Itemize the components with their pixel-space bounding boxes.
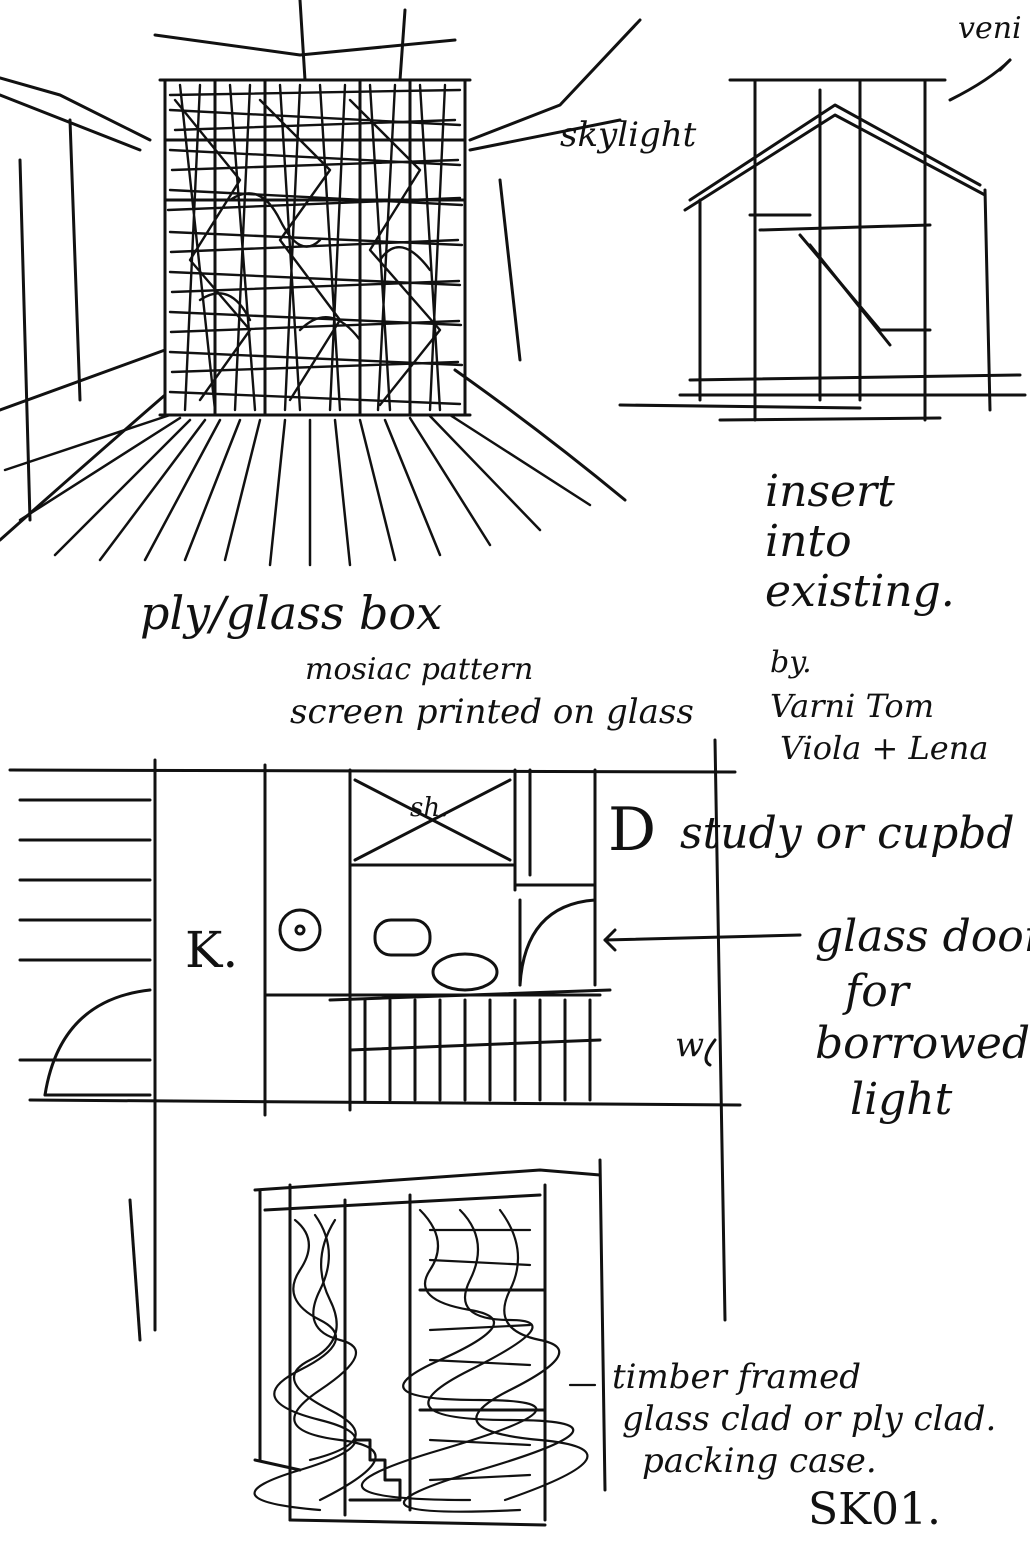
note-timber-line-2: glass clad or ply clad. (622, 1399, 997, 1439)
section-skylight-sketch (620, 60, 1025, 420)
note-glass-line-2: for (845, 966, 909, 1017)
note-timber-line-3: packing case. (642, 1441, 877, 1481)
note-by-line-3: Viola + Lena (780, 729, 989, 767)
plan-label-sh: sh. (410, 793, 449, 823)
plan-label-w: w (675, 1025, 705, 1065)
plan-label-D: D (608, 795, 657, 865)
note-by-line-2: Varni Tom (770, 687, 935, 725)
floor-rays (5, 415, 590, 565)
perspective-box-sketch (0, 0, 640, 540)
note-glass-line-3: borrowed (815, 1018, 1030, 1069)
note-glass-line-4: light (850, 1074, 953, 1125)
floor-plan-sketch (10, 740, 800, 1340)
packing-case-sketch (255, 1160, 605, 1525)
note-insert-line-1: insert (765, 466, 895, 517)
note-skylight: skylight (560, 115, 697, 155)
note-insert-line-2: into (765, 516, 852, 567)
note-insert-line-3: existing. (765, 566, 955, 617)
note-glass-line-1: glass door (815, 911, 1030, 962)
packing-case-hatching (255, 1210, 595, 1512)
sheet-number: SK01. (808, 1484, 941, 1535)
plan-label-K: K. (185, 921, 239, 979)
box-hatching (168, 85, 462, 410)
note-study: study or cupbd (680, 808, 1015, 859)
note-veni: veni (958, 11, 1022, 46)
note-by-line-1: by. (770, 645, 812, 680)
note-ply-glass-box: ply/glass box (140, 586, 443, 640)
note-mosaic-line-2: screen printed on glass (290, 692, 694, 732)
note-timber-line-1: timber framed (612, 1357, 861, 1397)
note-mosaic-line-1: mosiac pattern (305, 652, 534, 687)
